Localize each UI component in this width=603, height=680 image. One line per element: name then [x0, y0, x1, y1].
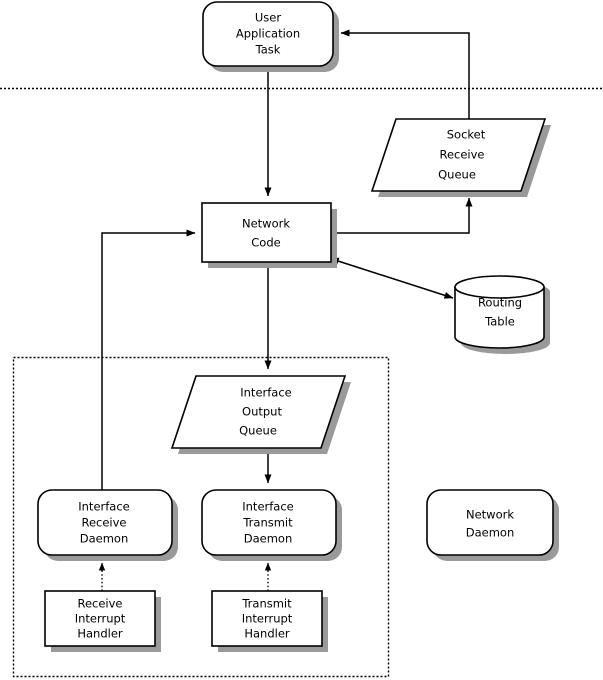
receive-interrupt-handler-label-line-2: Interrupt — [75, 612, 126, 626]
interface-output-queue-label-line-1: Interface — [240, 386, 292, 400]
node-transmit-interrupt-handler[interactable]: Transmit Interrupt Handler — [211, 590, 328, 652]
node-network-code[interactable]: Network Code — [201, 202, 337, 268]
interface-transmit-daemon-shape — [201, 489, 337, 556]
socket-receive-queue-label-line-1: Socket — [447, 128, 486, 142]
user-application-task-label-line-3: Task — [255, 43, 281, 57]
socket-receive-queue-label-line-2: Receive — [439, 148, 484, 162]
socket-receive-queue-label-line-3: Queue — [438, 168, 476, 182]
user-application-task-label-line-1: User — [255, 11, 281, 25]
user-application-task-shape — [202, 1, 334, 67]
conn-network-code-routing-table — [329, 257, 454, 299]
interface-receive-daemon-label-line-1: Interface — [78, 500, 130, 514]
transmit-interrupt-handler-label-line-2: Interrupt — [242, 612, 293, 626]
node-receive-interrupt-handler[interactable]: Receive Interrupt Handler — [44, 590, 161, 652]
conn-network-code-to-socket-queue — [331, 197, 473, 234]
node-socket-receive-queue[interactable]: Socket Receive Queue — [370, 118, 551, 197]
transmit-interrupt-handler-shape — [211, 590, 323, 647]
user-application-task-label-line-2: Application — [236, 27, 300, 41]
routing-table-top-ellipse — [454, 275, 545, 299]
network-code-shape — [201, 202, 332, 263]
receive-interrupt-handler-label-line-1: Receive — [77, 597, 122, 611]
network-daemon-label-line-2: Daemon — [466, 526, 515, 540]
conn-socket-queue-to-user-task — [340, 29, 470, 119]
routing-table-label-line-1: Routing — [478, 296, 522, 310]
node-interface-output-queue[interactable]: Interface Output Queue — [170, 375, 351, 454]
network-code-label-line-2: Code — [251, 236, 280, 250]
interface-receive-daemon-label-line-2: Receive — [81, 516, 126, 530]
transmit-interrupt-handler-label-line-3: Handler — [244, 627, 290, 641]
device-driver-region — [12, 356, 390, 678]
transmit-interrupt-handler-label-line-1: Transmit — [241, 597, 292, 611]
receive-interrupt-handler-label-line-3: Handler — [77, 627, 123, 641]
socket-receive-queue-shape — [370, 118, 547, 192]
node-user-application-task[interactable]: User Application Task — [202, 1, 339, 72]
node-interface-receive-daemon[interactable]: Interface Receive Daemon — [37, 489, 178, 561]
routing-table-body — [454, 287, 545, 349]
interface-transmit-daemon-label-line-3: Daemon — [244, 532, 293, 546]
network-daemon-label-line-1: Network — [466, 508, 514, 522]
node-network-daemon[interactable]: Network Daemon — [426, 489, 559, 561]
node-interface-transmit-daemon[interactable]: Interface Transmit Daemon — [201, 489, 342, 561]
interface-output-queue-label-line-2: Output — [242, 405, 282, 419]
node-routing-table[interactable]: Routing Table — [454, 275, 550, 355]
interface-output-queue-label-line-3: Queue — [239, 424, 277, 438]
interface-transmit-daemon-label-line-2: Transmit — [242, 516, 293, 530]
conn-receive-daemon-to-network-code — [101, 229, 196, 490]
network-code-label-line-1: Network — [242, 217, 290, 231]
interface-transmit-daemon-label-line-1: Interface — [242, 500, 294, 514]
network-daemon-shape — [426, 489, 554, 556]
routing-table-label-line-2: Table — [484, 315, 515, 329]
interface-output-queue-shape — [170, 375, 347, 449]
interface-receive-daemon-label-line-3: Daemon — [80, 532, 129, 546]
receive-interrupt-handler-shape — [44, 590, 156, 647]
interface-receive-daemon-shape — [37, 489, 173, 556]
